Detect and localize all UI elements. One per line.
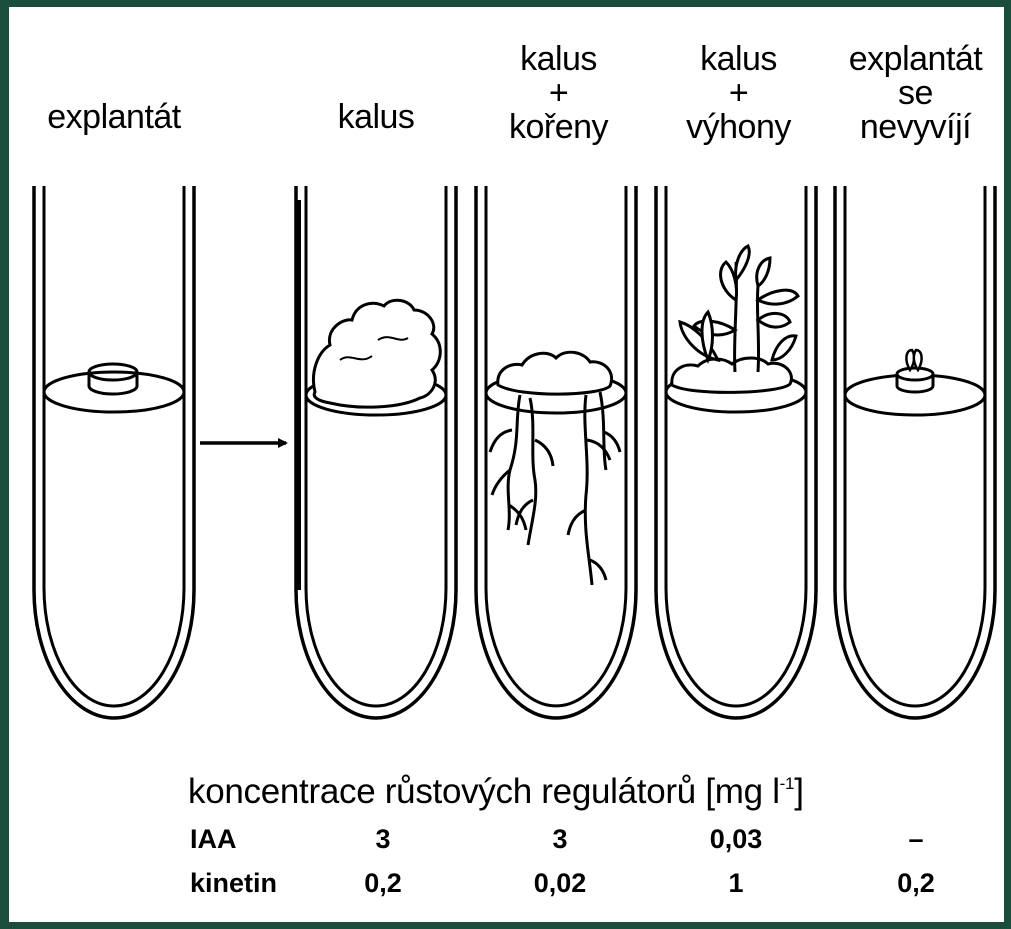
- explant-piece: [89, 364, 137, 394]
- tube-explant: [34, 186, 194, 718]
- tube-no-development: [835, 186, 995, 718]
- label-no-development: explantát se nevyvíjí: [828, 42, 1003, 144]
- label-callus-shoots: kalus + výhony: [656, 42, 821, 144]
- kinetin-value: 0,02: [500, 868, 620, 898]
- shoot-leaves: [680, 246, 798, 372]
- tube-callus-shoots: [656, 186, 816, 718]
- label-explant: explantát: [24, 100, 204, 134]
- iaa-value: –: [856, 824, 976, 854]
- kinetin-value: 0,2: [856, 868, 976, 898]
- kinetin-value: 0,2: [323, 868, 443, 898]
- callus-mass: [498, 352, 612, 394]
- root: [516, 398, 553, 545]
- callus-mass: [313, 300, 440, 407]
- row-label-iaa: IAA: [190, 824, 237, 854]
- iaa-value: 3: [500, 824, 620, 854]
- tube-callus-roots: [476, 186, 636, 718]
- iaa-value: 0,03: [676, 824, 796, 854]
- row-label-kinetin: kinetin: [190, 868, 277, 898]
- iaa-value: 3: [323, 824, 443, 854]
- label-callus: kalus: [296, 100, 456, 134]
- label-callus-roots: kalus + kořeny: [476, 42, 641, 144]
- explant-piece: [897, 350, 933, 392]
- callus-mass: [672, 358, 792, 392]
- medium-surface: [44, 372, 184, 412]
- tube-callus: [296, 186, 456, 718]
- kinetin-value: 1: [676, 868, 796, 898]
- concentration-title: koncentrace růstových regulátorů [mg l-1…: [188, 764, 804, 812]
